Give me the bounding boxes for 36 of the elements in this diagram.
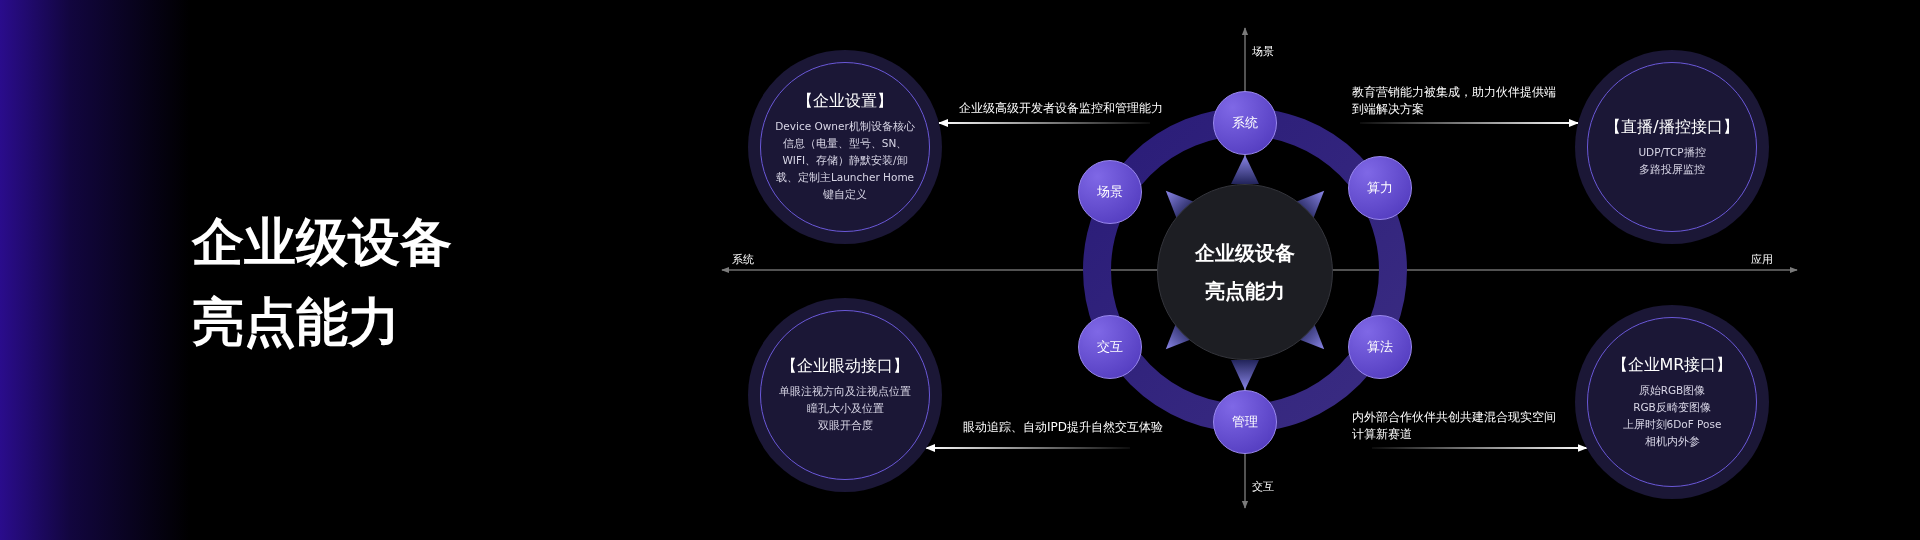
topic-label: 算法 [1367,338,1393,356]
topic-label: 场景 [1097,183,1123,201]
page-title: 企业级设备亮点能力 [192,211,453,354]
circle-heading: 【企业设置】 [797,91,893,112]
edge-label: 眼动追踪、自动IPD提升自然交互体验 [962,419,1163,436]
axis-label: 交互 [1252,479,1274,494]
axis-label: 应用 [1751,252,1773,267]
topic-label: 交互 [1097,338,1123,356]
core-label: 企业级设备亮点能力 [1194,240,1296,305]
arrow [925,444,1131,452]
edge-label: 企业级高级开发者设备监控和管理能力 [958,100,1163,117]
circle-text: UDP/TCP播控 [1637,144,1707,160]
circle-text: 相机内外参 [1643,433,1701,449]
axis-label: 场景 [1252,44,1274,59]
circle-text: 多路投屏监控 [1638,161,1706,177]
edge-label: 教育营销能力被集成，助力伙伴提供端到端解决方案 [1352,84,1557,118]
topic-label: 系统 [1232,114,1258,132]
arrow [1371,444,1588,452]
circle-heading: 【直播/播控接口】 [1605,116,1739,138]
circle-text: 双眼开合度 [816,418,874,433]
arrow [938,119,1151,127]
circle-text: 单眼注视方向及注视点位置 [778,384,912,399]
axis-label: 系统 [732,252,754,267]
circle-text: 瞳孔大小及位置 [805,401,885,416]
pointer-arrow [1231,360,1259,390]
circle-text: RGB反畸变图像 [1632,399,1712,415]
arrow [1359,119,1579,127]
topic-label: 管理 [1232,413,1258,431]
circle-heading: 【企业眼动接口】 [781,356,909,377]
pointer-arrow [1231,155,1259,184]
circle-text: 上屏时刻6DoF Pose [1621,416,1723,432]
circle-text: Device Owner机制设备核心信息（电量、型号、SN、WIFI、存储）静默安装/卸载、定制主Launcher Home键自定义 [775,119,915,202]
circle-text: 原始RGB图像 [1637,382,1707,398]
circle-heading: 【企业MR接口】 [1611,354,1733,376]
topic-label: 算力 [1367,179,1393,197]
edge-label: 内外部合作伙伴共创共建混合现实空间计算新赛道 [1352,409,1557,443]
